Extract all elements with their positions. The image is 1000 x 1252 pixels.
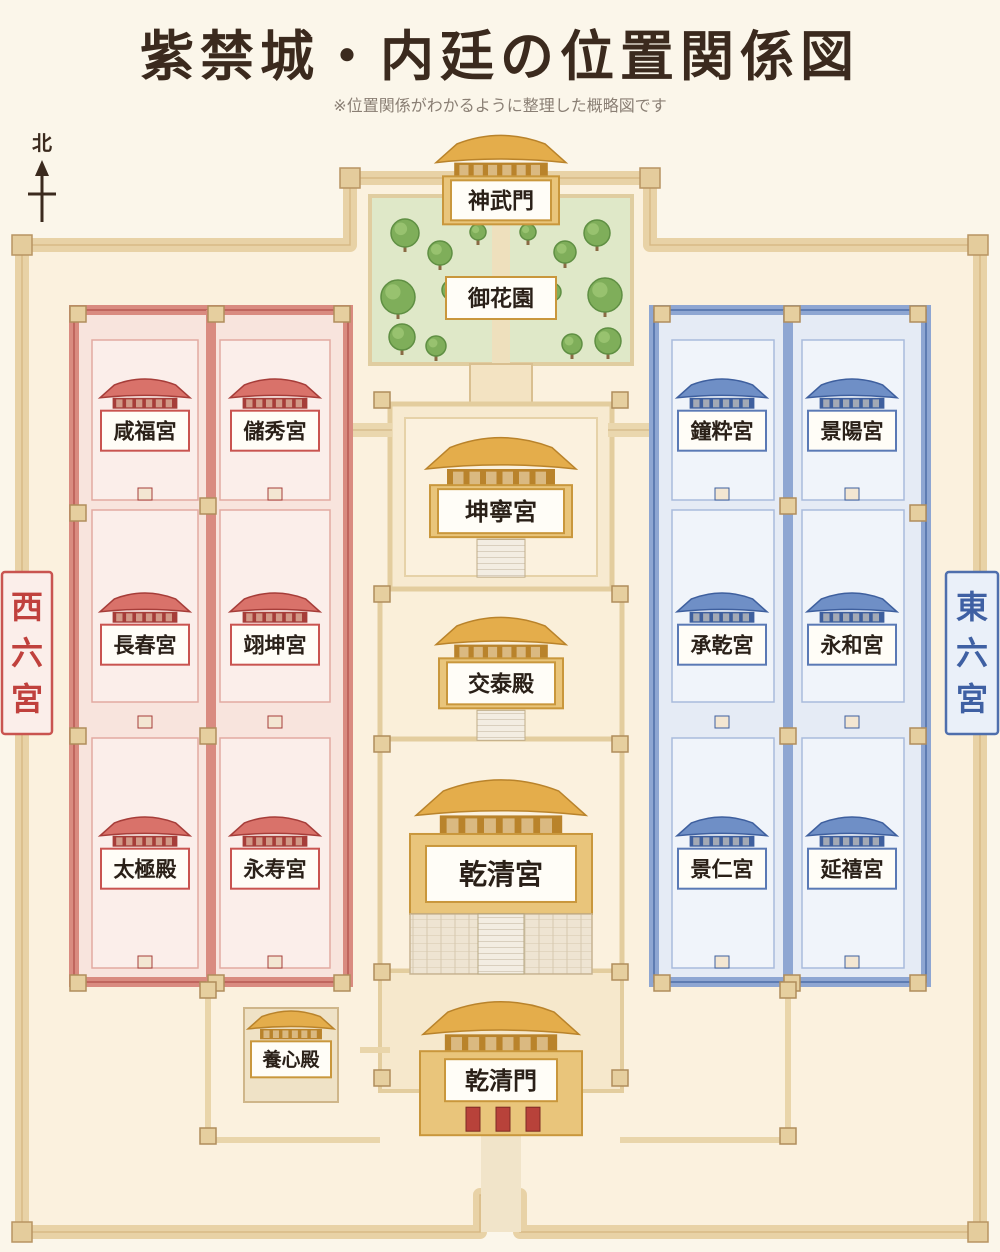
wall-post	[373, 963, 391, 981]
svg-text:乾清宮: 乾清宮	[459, 858, 543, 891]
svg-text:翊坤宮: 翊坤宮	[244, 632, 307, 657]
tree-icon	[425, 335, 447, 361]
wall-post	[69, 974, 87, 992]
east-palace-3[interactable]: 永和宮	[804, 592, 900, 729]
wall-post	[779, 497, 797, 515]
tree-icon	[553, 240, 577, 268]
wall-post	[207, 305, 225, 323]
svg-text:六: 六	[11, 634, 43, 672]
wall-post	[611, 963, 629, 981]
east-six-palaces-label: 東 六 宮	[944, 570, 1000, 736]
wall-post	[199, 981, 217, 999]
svg-text:景陽宮: 景陽宮	[821, 418, 884, 443]
wall-post	[333, 305, 351, 323]
wall-post	[611, 735, 629, 753]
shenwumen-gate[interactable]: 神武門	[433, 134, 569, 226]
wall-post	[909, 727, 927, 745]
qianqinggong-palace[interactable]: 乾清宮	[409, 779, 593, 975]
wall-post	[373, 1069, 391, 1087]
west-palace-2[interactable]: 長春宮	[97, 592, 193, 729]
svg-text:東: 東	[956, 588, 988, 626]
garden-label-group[interactable]: 御花園	[445, 276, 557, 320]
north-label: 北	[32, 131, 52, 155]
tree-icon	[469, 223, 487, 245]
svg-text:承乾宮: 承乾宮	[691, 632, 754, 657]
kunninggong-palace[interactable]: 坤寧宮	[423, 436, 579, 578]
wall-post	[909, 974, 927, 992]
wall-post	[69, 305, 87, 323]
svg-text:神武門: 神武門	[468, 188, 534, 214]
svg-text:永和宮: 永和宮	[820, 632, 884, 657]
svg-text:宮: 宮	[11, 680, 43, 718]
west-palace-5[interactable]: 永寿宮	[227, 816, 323, 969]
svg-text:景仁宮: 景仁宮	[691, 856, 754, 881]
jiaotaidian-hall[interactable]: 交泰殿	[433, 616, 569, 741]
wall-post	[909, 504, 927, 522]
west-six-palaces-label: 西 六 宮	[0, 570, 54, 736]
wall-post	[373, 391, 391, 409]
tree-icon	[390, 218, 420, 252]
north-arrow-icon: 北	[28, 131, 56, 222]
wall-post	[909, 305, 927, 323]
page-subtitle: ※位置関係がわかるように整理した概略図です	[333, 96, 667, 115]
tree-icon	[594, 327, 622, 359]
svg-text:咸福宮: 咸福宮	[114, 418, 177, 443]
wall-post	[611, 585, 629, 603]
wall-post	[779, 1127, 797, 1145]
tree-icon	[561, 333, 583, 359]
wall-post	[199, 497, 217, 515]
svg-text:宮: 宮	[956, 680, 988, 718]
svg-text:養心殿: 養心殿	[261, 1048, 320, 1071]
yangxindian-hall[interactable]: 養心殿	[243, 1007, 339, 1103]
svg-text:乾清門: 乾清門	[465, 1066, 537, 1095]
tree-icon	[427, 240, 453, 270]
wall-post	[611, 1069, 629, 1087]
wall-post	[611, 391, 629, 409]
svg-text:鐘粋宮: 鐘粋宮	[691, 418, 754, 443]
wall-post	[333, 974, 351, 992]
wall-post	[779, 981, 797, 999]
east-palace-4[interactable]: 景仁宮	[674, 816, 770, 969]
east-palace-2[interactable]: 承乾宮	[674, 592, 770, 729]
west-palace-3[interactable]: 翊坤宮	[227, 592, 323, 729]
east-palace-5[interactable]: 延禧宮	[804, 816, 900, 969]
svg-text:延禧宮: 延禧宮	[820, 856, 884, 881]
page-title: 紫禁城・内廷の位置関係図	[140, 24, 860, 88]
wall-post	[373, 585, 391, 603]
wall-post	[783, 305, 801, 323]
wall-post	[69, 727, 87, 745]
svg-text:儲秀宮: 儲秀宮	[244, 418, 307, 443]
wall-post	[69, 504, 87, 522]
wall-post	[653, 305, 671, 323]
svg-text:交泰殿: 交泰殿	[468, 671, 535, 697]
wall-post	[653, 974, 671, 992]
svg-text:長春宮: 長春宮	[114, 632, 177, 657]
svg-text:坤寧宮: 坤寧宮	[465, 497, 537, 526]
svg-text:六: 六	[956, 634, 988, 672]
west-palace-1[interactable]: 儲秀宮	[227, 378, 323, 501]
svg-text:西: 西	[11, 588, 43, 626]
east-palace-1[interactable]: 景陽宮	[804, 378, 900, 501]
west-palace-0[interactable]: 咸福宮	[97, 378, 193, 501]
east-palace-0[interactable]: 鐘粋宮	[674, 378, 770, 501]
tree-icon	[583, 219, 611, 251]
svg-text:永寿宮: 永寿宮	[243, 856, 307, 881]
qianqingmen-gate[interactable]: 乾清門	[419, 1001, 583, 1137]
svg-text:御花園: 御花園	[467, 286, 534, 312]
wall-post	[199, 1127, 217, 1145]
svg-text:太極殿: 太極殿	[114, 856, 178, 881]
wall-post	[199, 727, 217, 745]
wall-post	[779, 727, 797, 745]
tree-icon	[587, 277, 623, 317]
tree-icon	[380, 279, 416, 319]
wall-post	[373, 735, 391, 753]
west-palace-4[interactable]: 太極殿	[97, 816, 193, 969]
tree-icon	[388, 323, 416, 355]
